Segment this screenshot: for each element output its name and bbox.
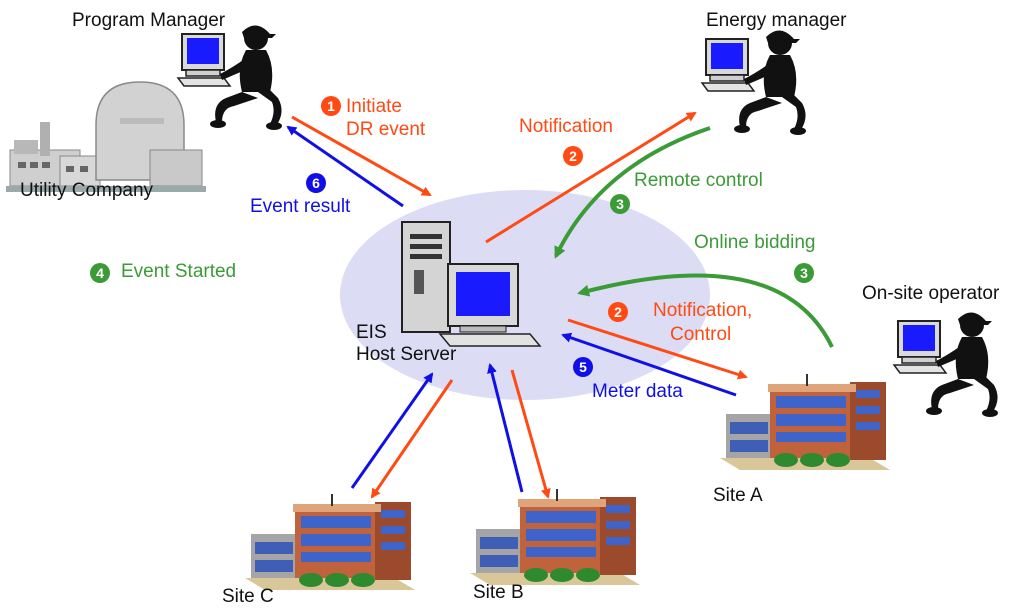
step-badge-6: 6	[306, 173, 326, 193]
meter-data-label: Meter data	[592, 381, 683, 402]
utility-company-label: Utility Company	[20, 180, 154, 201]
online-bidding-label: Online bidding	[694, 232, 816, 253]
onsite-operator-label: On-site operator	[862, 283, 1000, 304]
arrow-remote-control	[554, 126, 711, 259]
notification-control-label-line1: Notification,	[653, 300, 753, 321]
site-a-label: Site A	[713, 485, 763, 506]
arrow-online-bidding	[577, 273, 834, 348]
server-label-line2: Host Server	[356, 344, 457, 365]
energy-manager-person-icon	[701, 29, 807, 136]
step-badge-4: 4	[90, 263, 110, 283]
step-badge-2-energy: 2	[563, 146, 583, 166]
site-c-building-icon	[245, 494, 415, 590]
step-badge-3-remote: 3	[610, 194, 630, 214]
arrow-meter-data-site-b	[487, 363, 524, 493]
arrow-control-site-b	[510, 369, 551, 499]
step-badge-1: 1	[321, 96, 341, 116]
step-badge-3-bidding: 3	[794, 263, 814, 283]
notification-control-label-line2: Control	[670, 324, 732, 345]
server-computer-icon	[401, 221, 542, 347]
nuclear-plant-icon	[6, 81, 206, 192]
initiate-label-line1: Initiate	[346, 96, 402, 117]
site-b-label: Site B	[473, 582, 524, 603]
arrow-meter-data	[561, 332, 737, 397]
arrow-initiate-dr-event	[291, 115, 432, 197]
initiate-label-line2: DR event	[346, 119, 426, 140]
arrow-event-result	[286, 125, 404, 208]
arrow-control-site-c	[370, 379, 454, 499]
server-label-line1: EIS	[356, 322, 387, 343]
arrow-notification-control	[567, 318, 748, 380]
arrow-meter-data-site-c	[350, 372, 434, 489]
site-a-building-icon	[720, 374, 890, 470]
program-manager-label: Program Manager	[72, 10, 226, 31]
event-result-label: Event result	[250, 196, 351, 217]
step-badge-5: 5	[573, 357, 593, 377]
energy-manager-label: Energy manager	[706, 10, 847, 31]
arrow-notification	[485, 111, 697, 244]
event-started-label: Event Started	[121, 261, 237, 282]
server-zone-ellipse	[340, 190, 710, 400]
site-b-building-icon	[470, 489, 640, 585]
step-badge-2-site: 2	[608, 302, 628, 322]
site-c-label: Site C	[222, 586, 274, 607]
remote-control-label: Remote control	[634, 170, 763, 191]
onsite-operator-person-icon	[893, 311, 999, 418]
program-manager-person-icon	[177, 24, 283, 131]
notification-label: Notification	[519, 116, 613, 137]
